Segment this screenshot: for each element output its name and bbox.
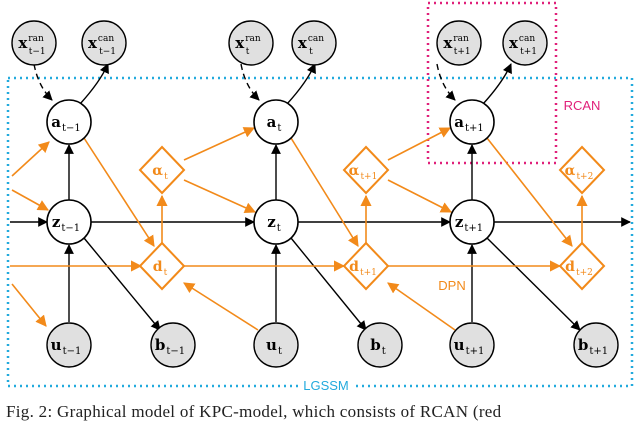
svg-text:at+1: at+1 [454,113,484,134]
edge-x-ran-tm1-a-tm1 [33,63,53,101]
node-alpha-tp1: αt+1 [342,145,390,195]
svg-text:at: at [267,113,282,134]
node-u-tp1: ut+1 [449,322,495,368]
svg-text:dt+1: dt+1 [349,259,377,278]
lgssm-label: LGSSM [303,378,349,393]
node-alpha-t: αt [138,145,186,195]
svg-text:zt: zt [267,213,281,234]
edge-u-tp1-d-tp1 [387,282,456,331]
lgssm-region [6,76,634,388]
node-alpha-tp2: αt+2 [558,145,606,195]
node-a-tm1: at−1 [46,99,92,145]
svg-text:ut: ut [266,336,282,357]
node-d-tp1: dt+1 [342,241,390,291]
svg-text:dt: dt [153,259,168,278]
svg-text:αt+2: αt+2 [565,163,594,182]
node-b-t: bt [357,322,403,368]
node-z-t: zt [253,199,299,245]
rcan-label: RCAN [564,98,601,113]
edge-in-u-tm1 [11,283,47,327]
node-b-tm1: bt−1 [150,322,196,368]
edge-a-t-x-can-t [286,63,316,105]
svg-text:at−1: at−1 [51,113,81,134]
svg-text:ut+1: ut+1 [454,336,485,357]
edge-u-t-d-t [183,282,259,331]
edge-alpha-tp1-a-tp1 [387,127,451,161]
edge-a-tm1-x-can-tm1 [79,63,109,105]
edge-a-tp1-d-tp2 [486,137,573,247]
edge-a-tp1-x-can-tp1 [482,63,512,105]
edge-a-tm1-d-t [83,137,155,247]
node-u-tm1: ut−1 [46,322,92,368]
svg-text:zt+1: zt+1 [455,213,483,234]
black-edges [10,63,631,331]
edge-in-z-tm1-orange [11,189,49,211]
orange-edges [10,127,588,331]
edge-in-a-tm1 [11,141,50,177]
svg-text:αt: αt [152,163,168,182]
svg-text:dt+2: dt+2 [565,259,593,278]
svg-text:αt+1: αt+1 [349,163,378,182]
svg-text:bt+1: bt+1 [578,336,608,357]
edge-alpha-t-a-t [183,127,256,161]
node-z-tm1: zt−1 [46,199,92,245]
edge-z-tp1-b-tp1 [486,237,581,331]
svg-text:bt−1: bt−1 [155,336,185,357]
node-a-tp1: at+1 [449,99,495,145]
edge-x-ran-t-a-t [240,63,260,101]
edge-alpha-tp1-z-tp1 [387,179,452,213]
figure-caption: Fig. 2: Graphical model of KPC-model, wh… [6,402,502,421]
edge-z-t-b-t [290,237,367,331]
dpn-label: DPN [438,278,465,293]
node-d-t: dt [138,241,186,291]
edge-a-t-d-tp1 [290,137,359,247]
edge-z-tm1-b-tm1 [83,237,161,331]
node-z-tp1: zt+1 [449,199,495,245]
svg-text:ut−1: ut−1 [51,336,82,357]
svg-text:zt−1: zt−1 [52,213,80,234]
edge-alpha-t-z-t [183,179,257,213]
svg-text:bt: bt [370,336,386,357]
edge-x-ran-tp1-a-tp1 [436,63,456,101]
node-u-t: ut [253,322,299,368]
node-b-tp1: bt+1 [573,322,619,368]
node-a-t: at [253,99,299,145]
node-d-tp2: dt+2 [558,241,606,291]
